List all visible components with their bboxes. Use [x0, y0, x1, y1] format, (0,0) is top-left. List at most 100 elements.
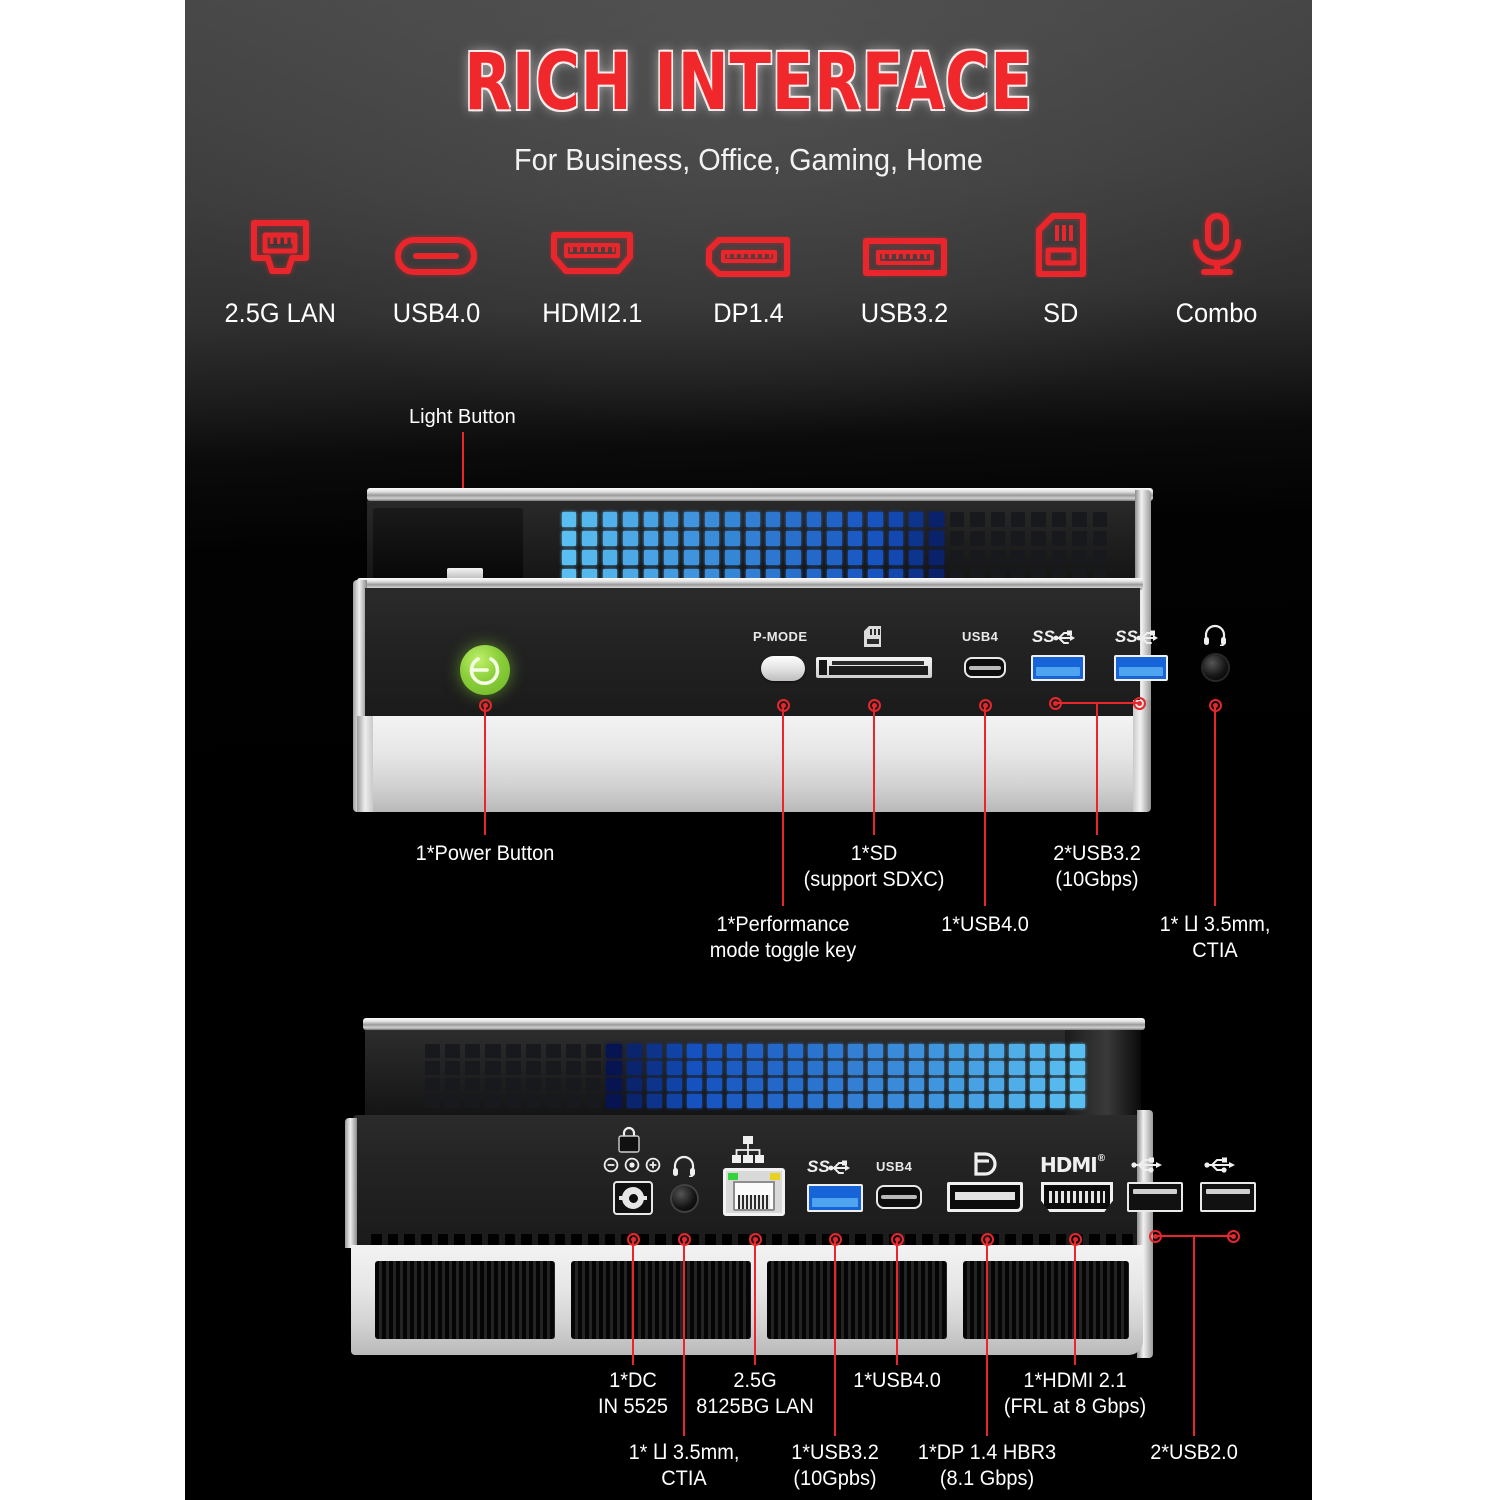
vent-slot: [988, 1234, 1000, 1245]
sd-card-slot[interactable]: [816, 657, 932, 678]
vent-hole: [686, 1094, 703, 1108]
vent-hole: [766, 512, 781, 527]
usb20-port-2[interactable]: [1200, 1182, 1256, 1212]
vent-hole: [684, 512, 699, 527]
vent-hole: [949, 531, 965, 546]
vent-hole: [828, 1044, 844, 1058]
vent-slot: [855, 1234, 866, 1245]
callout-leader-hdmi: [1074, 1239, 1076, 1365]
vent-hole: [606, 1094, 622, 1108]
vent-hole: [828, 1094, 844, 1108]
vent-hole: [787, 1077, 803, 1092]
vent-hole: [626, 1094, 642, 1108]
microphone-icon: [1186, 213, 1248, 278]
usb32-port-rear[interactable]: [807, 1184, 863, 1212]
vent-hole: [686, 1077, 703, 1092]
usb32-port-front-2[interactable]: [1114, 655, 1168, 681]
vent-hole: [1029, 1094, 1045, 1108]
vent-hole: [786, 512, 801, 527]
vent-hole: [1072, 512, 1087, 527]
vent-hole: [684, 531, 699, 546]
vent-hole: [848, 1094, 864, 1108]
vent-hole: [868, 1077, 884, 1092]
vent-hole: [868, 531, 883, 546]
front-bottom-band: [365, 716, 1140, 812]
rear-top-trim: [363, 1018, 1145, 1030]
dc-in-jack[interactable]: [613, 1181, 653, 1215]
vent-hole: [1031, 531, 1046, 546]
vent-hole: [643, 550, 659, 565]
vent-hole: [643, 531, 659, 546]
vent-hole: [949, 512, 965, 527]
callout-label-lan: 2.5G 8125BG LAN: [696, 1369, 814, 1418]
callout-label-sd: 1*SD (support SDXC): [803, 842, 945, 891]
vent-hole: [525, 1060, 541, 1075]
svg-text:SS: SS: [807, 1157, 830, 1176]
power-button[interactable]: [460, 645, 510, 695]
vent-hole: [606, 1060, 622, 1075]
vent-hole: [704, 512, 720, 527]
vent-hole: [989, 1044, 1005, 1058]
vent-hole: [990, 512, 1005, 527]
front-top-trim: [367, 488, 1153, 501]
rj45-lan-port[interactable]: [723, 1168, 785, 1216]
usb4-port-front[interactable]: [964, 657, 1006, 678]
vent-hole: [445, 1094, 461, 1108]
usb20-port-1[interactable]: [1127, 1182, 1183, 1212]
vent-hole: [989, 1094, 1005, 1108]
usb4-port-rear[interactable]: [876, 1185, 922, 1209]
vent-hole: [806, 512, 822, 527]
vent-hole: [1069, 1077, 1085, 1092]
vent-hole: [807, 1094, 824, 1108]
vent-hole: [745, 512, 761, 527]
vent-hole: [664, 550, 679, 565]
callout-label-usb4-rear: 1*USB4.0: [853, 1369, 941, 1392]
callout-label-usb20: 2*USB2.0: [1150, 1441, 1238, 1464]
hdmi-port[interactable]: [1041, 1182, 1113, 1212]
displayport-icon: [705, 216, 791, 278]
vent-hole: [602, 531, 618, 546]
vent-hole: [626, 1060, 642, 1075]
callout-label-usb32-rear: 1*USB3.2 (10Gpbs): [791, 1441, 879, 1490]
vent-hole: [545, 1077, 562, 1092]
headphone-jack-rear[interactable]: [672, 1186, 697, 1211]
vent-hole: [727, 1077, 743, 1092]
vent-hole: [485, 1044, 501, 1058]
vent-hole: [623, 531, 638, 546]
content-panel: RICH INTERFACE For Business, Office, Gam…: [185, 0, 1312, 1500]
displayport-logo-icon: [974, 1152, 997, 1176]
vent-hole: [684, 550, 699, 565]
superspeed-usb-icon-1: SS: [1032, 627, 1075, 646]
usb32-port-front-1[interactable]: [1031, 655, 1085, 681]
hdmi-logo-icon: HDMI ®: [1040, 1153, 1106, 1177]
displayport-port[interactable]: [947, 1182, 1023, 1212]
vent-hole: [1092, 512, 1107, 527]
vent-hole: [562, 550, 577, 565]
vent-hole: [707, 1044, 723, 1058]
vent-hole: [707, 1077, 723, 1092]
vent-slot: [604, 1234, 616, 1245]
vent-hole: [505, 1044, 521, 1058]
p-mode-button[interactable]: [761, 656, 805, 681]
vent-hole: [929, 550, 944, 565]
vent-hole: [827, 531, 842, 546]
icon-item-usb32: USB3.2: [830, 216, 980, 328]
vent-hole: [465, 1060, 481, 1075]
vent-hole: [847, 531, 863, 546]
vent-hole: [848, 1060, 864, 1075]
headphone-jack-front[interactable]: [1203, 655, 1228, 680]
vent-slot: [1055, 1234, 1067, 1245]
vent-slot: [921, 1234, 933, 1245]
vent-slot: [537, 1234, 549, 1245]
vent-hole: [626, 1044, 642, 1058]
superspeed-usb-icon-rear: SS: [807, 1157, 850, 1176]
vent-hole: [1010, 531, 1026, 546]
callout-leader-usb20: [1193, 1235, 1195, 1436]
vent-hole: [807, 1044, 824, 1058]
vent-hole: [745, 550, 761, 565]
light-button[interactable]: [447, 568, 483, 580]
vent-slot: [788, 1234, 800, 1245]
vent-hole: [646, 1077, 662, 1092]
vent-hole: [948, 1077, 965, 1092]
icon-label-combo: Combo: [1176, 298, 1258, 328]
